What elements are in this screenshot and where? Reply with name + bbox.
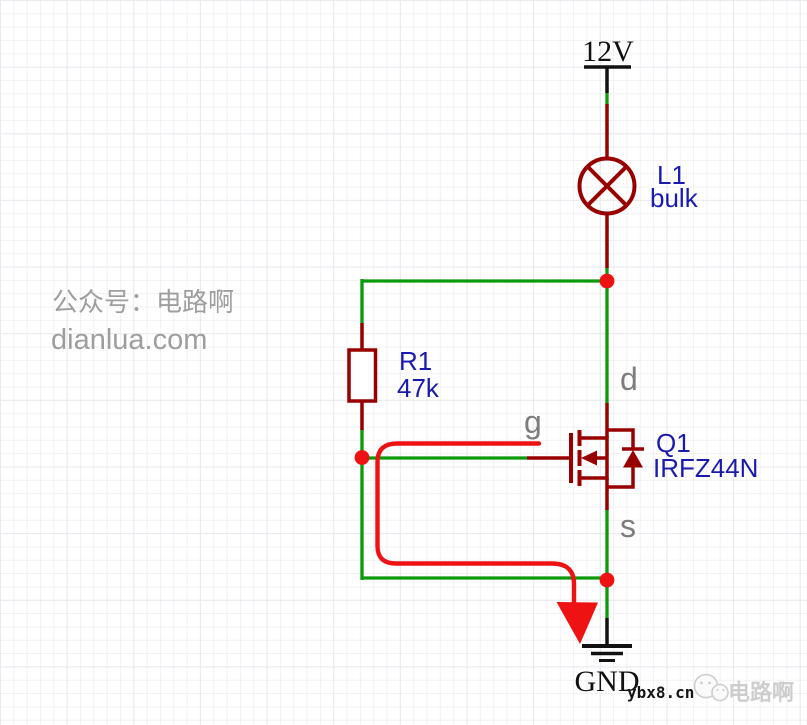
footer-brand-text: 电路啊 xyxy=(728,680,794,705)
resistor-value-label[interactable]: 47k xyxy=(397,373,440,403)
lamp-value-label[interactable]: bulk xyxy=(650,183,699,213)
lamp-ref-label[interactable]: L1 xyxy=(657,160,686,190)
lamp-body xyxy=(577,156,637,216)
mosfet-diode-top-link xyxy=(607,428,635,449)
mosfet-ref-label[interactable]: Q1 xyxy=(656,428,691,458)
current-path-highlight xyxy=(375,441,598,644)
resistor-body xyxy=(347,348,378,403)
watermark-account-text: 公众号：电路啊 xyxy=(52,287,234,317)
resistor-symbol[interactable] xyxy=(347,323,378,430)
source-pin-label: s xyxy=(620,508,636,544)
power-label: 12V xyxy=(582,35,634,68)
lamp-symbol[interactable] xyxy=(577,104,637,268)
wires xyxy=(360,93,609,618)
junction-dot-drain-node xyxy=(599,273,615,289)
drain-pin-label: d xyxy=(620,361,638,397)
current-path-arrowhead xyxy=(556,602,598,644)
ground-symbol[interactable]: GND xyxy=(575,618,640,698)
mosfet-body-arrow xyxy=(581,450,597,466)
mosfet-value-label[interactable]: IRFZ44N xyxy=(653,453,758,483)
junction-dot-source-node xyxy=(599,572,615,588)
junction-dot-gate-node xyxy=(354,450,370,465)
footer-site-text: ybx8.cn xyxy=(627,683,694,702)
gate-pin-label: g xyxy=(524,404,542,440)
mosfet-diode-triangle xyxy=(623,450,643,468)
footer-watermark: ybx8.cn 电路啊 xyxy=(627,673,794,705)
lamp-cross-2 xyxy=(586,165,628,207)
mosfet-diode-bottom-link xyxy=(607,466,635,489)
power-symbol[interactable]: 12V xyxy=(582,35,634,93)
resistor-ref-label[interactable]: R1 xyxy=(399,346,432,376)
mosfet-symbol[interactable] xyxy=(527,403,644,510)
watermark-site-text: dianlua.com xyxy=(51,324,207,356)
current-path-line xyxy=(375,441,577,607)
wechat-logo-icon xyxy=(693,673,729,702)
ground-label: GND xyxy=(575,665,640,698)
